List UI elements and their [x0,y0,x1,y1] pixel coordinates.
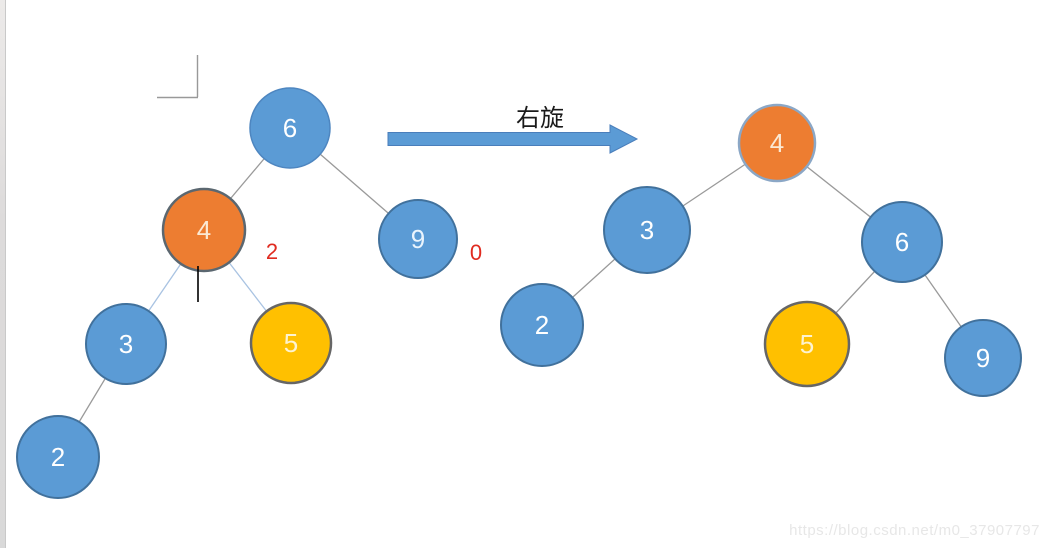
node-circle [249,87,331,169]
node-value: 5 [800,329,814,359]
node-circle [378,199,458,279]
marks-layer [157,55,199,99]
node-value: 4 [770,128,784,158]
tree-node-before-rotation-6: 6 [249,87,331,169]
node-value: 3 [640,215,654,245]
tree-node-before-rotation-5: 5 [249,301,333,385]
node-value: 6 [283,113,297,143]
node-circle [861,201,943,283]
node-circle [737,103,817,183]
tree-node-before-rotation-2: 2 [16,415,100,499]
balance-factor-label-2: 2 [266,239,278,264]
balance-factor-label-0: 0 [470,240,482,265]
tree-node-after-rotation-3: 3 [603,186,691,274]
tree-node-after-rotation-6: 6 [861,201,943,283]
csdn-watermark: https://blog.csdn.net/m0_37907797 [789,522,1040,539]
node-value: 2 [51,442,65,472]
tree-node-after-rotation-5: 5 [763,300,851,388]
node-value: 5 [284,328,298,358]
tree-node-before-rotation-9: 9 [378,199,458,279]
node-value: 9 [976,343,990,373]
tree-node-after-rotation-2: 2 [500,283,584,367]
node-circle [85,303,167,385]
node-circle [249,301,333,385]
node-value: 9 [411,224,425,254]
node-value: 4 [197,215,211,245]
tree-node-before-rotation-3: 3 [85,303,167,385]
right-rotation-arrow [387,124,639,154]
node-circle [500,283,584,367]
node-circle [603,186,691,274]
node-value: 6 [895,227,909,257]
tree-node-after-rotation-9: 9 [944,319,1022,397]
rotation-arrow-layer: 右旋 [387,105,639,154]
node-circle [763,300,851,388]
node-circle [16,415,100,499]
page-edge-strip [0,0,6,548]
node-circle [944,319,1022,397]
node-value: 3 [119,329,133,359]
node-value: 2 [535,310,549,340]
rotation-direction-label: 右旋 [516,105,564,132]
tree-node-after-rotation-4: 4 [737,103,817,183]
nodes-layer: 6 4 9 3 5 2 4 3 6 2 5 9 [16,87,1022,499]
node-circle [161,187,247,273]
tree-node-before-rotation-4: 4 [161,187,247,273]
